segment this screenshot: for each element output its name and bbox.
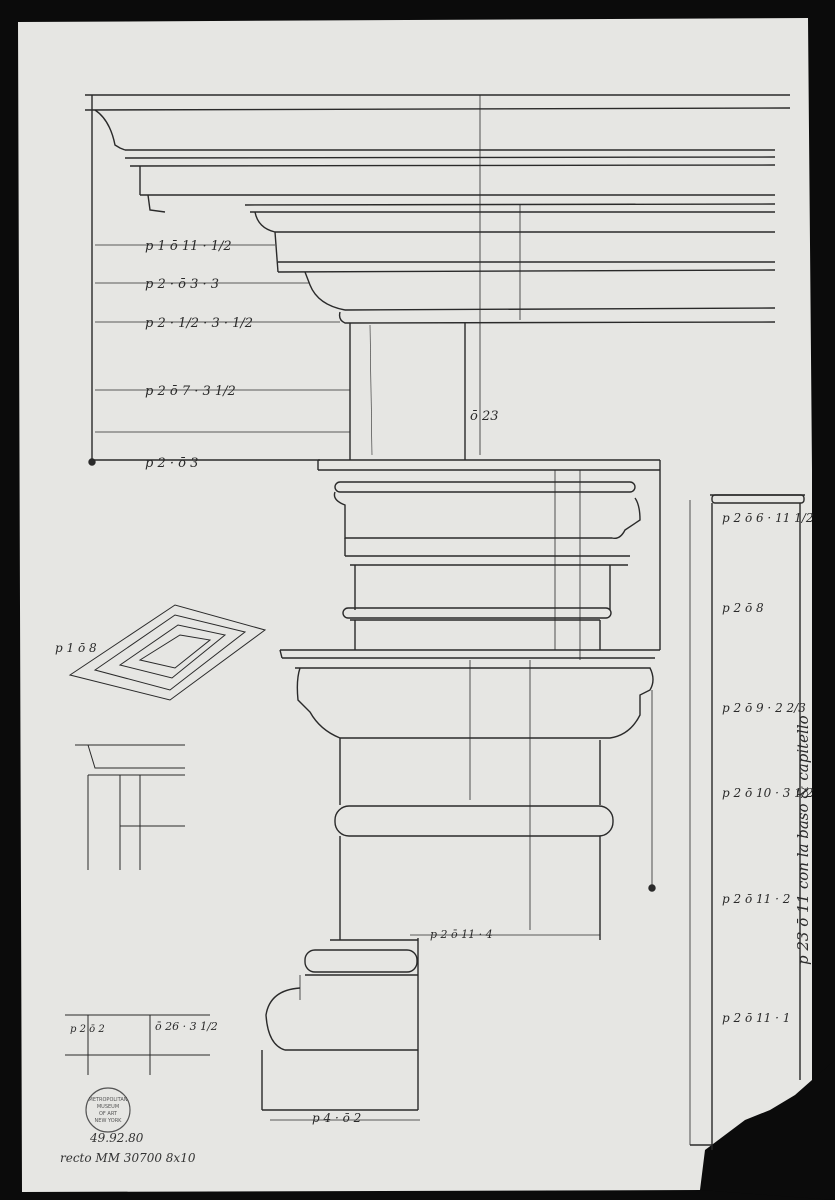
stamp-line: MUSEUM (97, 1104, 119, 1110)
dim-label: p 2 ō 10 · 3 1/2 (722, 786, 813, 800)
torn-corner (700, 1060, 835, 1200)
dim-label: p 2 ō 11 · 4 (430, 928, 493, 941)
paper (18, 18, 812, 1192)
profile-sketch (75, 744, 185, 870)
dimension-labels: p 1 ō 11 · 1/2 p 2 · ō 3 · 3 p 2 · 1/2 ·… (55, 239, 813, 1125)
dim-label: p 2 ō 8 (722, 601, 764, 615)
vertical-note: p 23 ō 11 con la baso & capitello (794, 715, 812, 965)
dim-label: p 2 · 1/2 · 3 · 1/2 (145, 316, 253, 331)
stamp-line: OF ART (99, 1111, 118, 1117)
capital-elevation (317, 459, 661, 660)
dim-label: p 2 ō 7 · 3 1/2 (145, 384, 236, 399)
entablature (84, 94, 791, 466)
stamp-line: NEW YORK (95, 1118, 123, 1124)
dim-label: p 2 ō 11 · 2 (722, 892, 790, 906)
column-outline (689, 494, 805, 1150)
dim-label: p 2 ō 11 · 1 (722, 1011, 790, 1025)
dim-label: p 4 · ō 2 (312, 1111, 361, 1125)
base-elevation (261, 649, 660, 1121)
dim-label: ō 26 · 3 1/2 (155, 1020, 218, 1033)
plan-sketch (65, 1014, 210, 1075)
dim-label: p 2 · ō 3 · 3 (145, 277, 219, 292)
accession-number: 49.92.80 (89, 1131, 144, 1145)
dim-label: p 1 ō 11 · 1/2 (145, 239, 232, 254)
dim-label: p 2 ō 6 · 11 1/2 (722, 511, 813, 525)
dim-label: p 2 ō 2 (70, 1024, 105, 1035)
dim-label: p 1 ō 8 (55, 641, 97, 655)
stamp-line: METROPOLITAN (89, 1097, 128, 1103)
dim-label: p 2 · ō 3 (145, 456, 198, 471)
dim-label: ō 23 (470, 409, 499, 424)
perspective-sketch (68, 604, 267, 701)
museum-stamp: METROPOLITAN MUSEUM OF ART NEW YORK (85, 1087, 131, 1133)
recto-caption: recto MM 30700 8x10 (60, 1151, 196, 1165)
dim-label: p 2 ō 9 · 2 2/3 (722, 701, 806, 715)
